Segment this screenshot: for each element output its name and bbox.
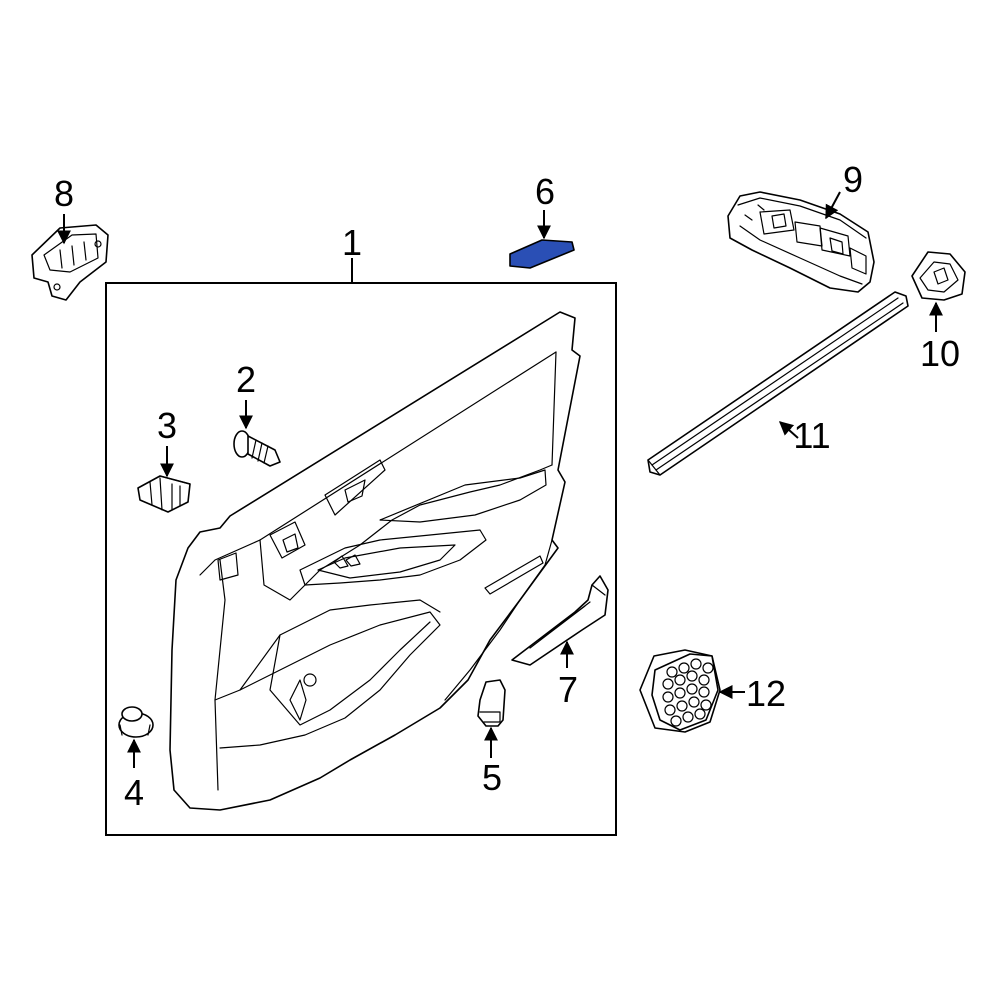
switch[interactable] [911, 251, 966, 301]
callout-6: 6 [535, 171, 555, 212]
power-window-switch[interactable] [727, 191, 875, 293]
callout-7: 7 [558, 669, 578, 710]
pad-highlighted[interactable] [509, 239, 575, 269]
handle-bracket[interactable] [31, 224, 109, 301]
callout-10: 10 [920, 333, 960, 374]
bracket[interactable] [477, 679, 506, 727]
door-trim-panel[interactable] [169, 311, 581, 811]
callout-12: 12 [746, 673, 786, 714]
speaker-grille[interactable] [639, 649, 721, 733]
assembly-frame [105, 282, 617, 836]
callout-4: 4 [124, 772, 144, 813]
callout-8: 8 [54, 173, 74, 214]
callout-11: 11 [793, 415, 830, 456]
garnish-strip[interactable] [511, 575, 609, 666]
leader-11 [778, 421, 799, 439]
callout-5: 5 [482, 757, 502, 798]
callout-3: 3 [157, 405, 177, 446]
callout-9: 9 [843, 159, 863, 200]
screw[interactable] [233, 430, 281, 467]
callout-1: 1 [342, 222, 362, 263]
grommet-clip[interactable] [118, 706, 154, 738]
clip[interactable] [137, 475, 191, 513]
callout-2: 2 [236, 359, 256, 400]
leader-9 [825, 191, 841, 220]
belt-weatherstrip[interactable] [647, 291, 909, 476]
